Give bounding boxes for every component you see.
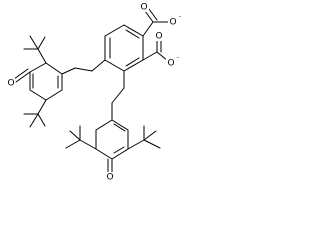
bond-chain-left-3 [61, 67, 76, 75]
bond-ring-c1-c2 [123, 24, 144, 37]
bond-ring-c3-c4 [123, 59, 144, 72]
left-ring-ketone-oxygen: O [7, 79, 14, 89]
chemical-structure-diagram: O O - O O - [6, 2, 181, 183]
bond-tbu-bottom-stem [37, 99, 47, 115]
bond-tbu-top-branch-2 [37, 36, 46, 50]
bond-tbu-br-branch-1 [143, 139, 161, 149]
central-benzene-ring [104, 24, 144, 72]
propyl-linker-bottom [111, 70, 125, 121]
left-ring-tert-butyl-top [23, 35, 47, 64]
bond-tbu-br-stem [127, 139, 145, 150]
bond-ring-c4-c5 [104, 59, 125, 72]
bond-chain-bottom-2 [111, 87, 125, 104]
molecule-canvas: O O - O O - [6, 2, 182, 183]
bond-tbu-bl-stem [79, 139, 97, 150]
carboxylate-1-oxygen-carbonyl: O [140, 3, 147, 13]
double-bond-ring-inner-2 [125, 29, 140, 39]
bond-bottom-ring-1 [95, 119, 113, 131]
bond-bottom-ring-4 [111, 148, 129, 160]
bond-ring-c6-c1 [104, 24, 125, 37]
bond-left-ring-5 [45, 89, 63, 101]
left-ring-tert-butyl-bottom [23, 99, 47, 128]
double-bond-bottom-ring-a [113, 123, 126, 132]
carboxylate-1-oxygen-anion: O [169, 18, 176, 28]
bond-carboxyl-1-co-b [148, 8, 158, 21]
bond-left-ring-4 [29, 89, 47, 101]
carboxylate-group-2: O O - [142, 31, 179, 69]
left-cyclohexadienone-ring [13, 62, 63, 101]
bond-carboxyl-1-co-a [144, 10, 154, 23]
bond-bottom-ring-6 [111, 119, 129, 131]
carboxylate-2-oxygen-carbonyl: O [155, 32, 162, 42]
bond-ring-to-carboxyl-1 [142, 21, 154, 37]
bond-tbu-br-branch-3 [143, 130, 157, 141]
carboxylate-2-oxygen-anion: O [167, 59, 174, 69]
bottom-ring-tert-butyl-right [127, 125, 161, 150]
bond-tbu-bl-branch-1 [65, 139, 81, 149]
bond-tbu-bottom-branch-3 [29, 113, 39, 128]
bond-chain-left-2 [74, 67, 93, 72]
bond-tbu-bl-branch-3 [69, 130, 81, 141]
bond-chain-left-1 [91, 59, 106, 72]
carboxylate-1-charge: - [179, 14, 181, 21]
bond-left-ketone-a [15, 71, 31, 83]
bond-left-ring-1 [45, 62, 63, 75]
bottom-cyclohexadienone-ring [95, 119, 129, 174]
bottom-ring-tert-butyl-left [65, 125, 97, 150]
bond-bottom-ring-3 [95, 148, 113, 160]
double-bond-bottom-ring-b [113, 146, 125, 154]
bond-tbu-bottom-branch-2 [37, 113, 46, 127]
bond-left-ring-2 [29, 62, 47, 73]
bond-left-ketone-b [13, 68, 29, 80]
propyl-linker-left [61, 59, 106, 75]
bottom-ring-ketone-oxygen: O [106, 173, 113, 183]
bond-tbu-top-stem [37, 48, 47, 64]
bond-tbu-top-branch-3 [29, 35, 39, 50]
bond-ring-to-carboxyl-2 [142, 51, 158, 61]
double-bond-ring-inner-3 [125, 57, 140, 67]
carboxylate-group-1: O O - [140, 2, 181, 37]
carboxylate-2-charge: - [177, 55, 179, 62]
